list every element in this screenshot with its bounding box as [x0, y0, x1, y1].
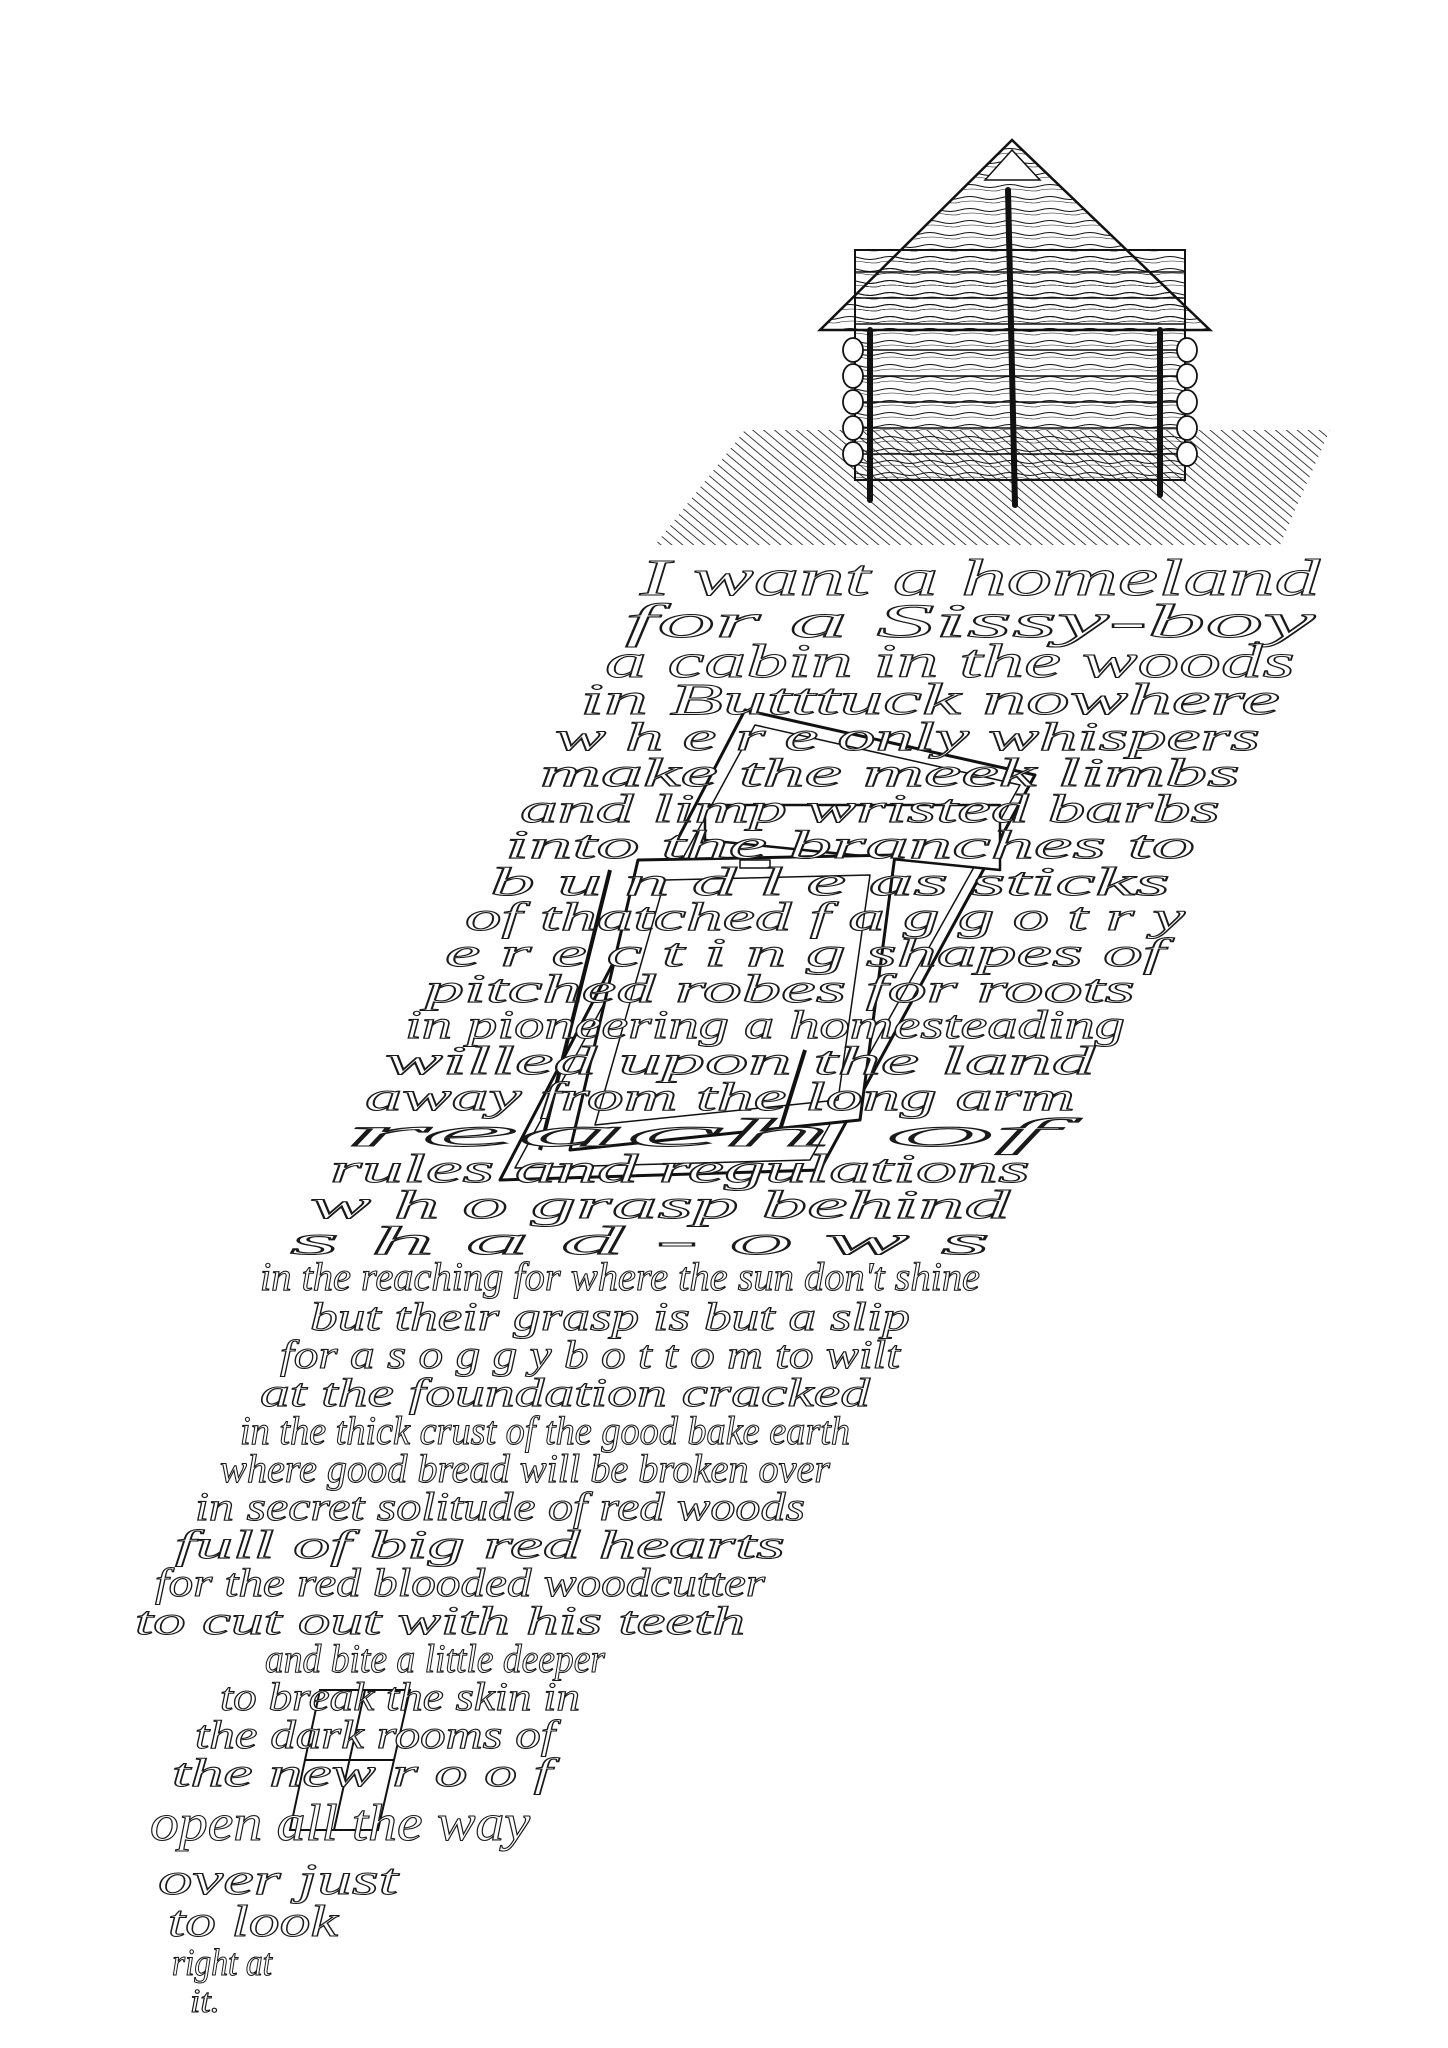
poem-line: where good bread will be broken over [220, 1446, 830, 1491]
poem-line: for a s o g g y b o t t o m to wilt [280, 1332, 901, 1377]
roof-window-illustration [498, 708, 1037, 1182]
poem-line: for a Sissy-boy [625, 595, 1317, 648]
poem-line: w h e r e only whispers [555, 714, 1260, 759]
poem-line: pitched robes for roots [419, 966, 1135, 1011]
log-cabin-illustration [655, 138, 1330, 545]
poem-line: but their grasp is but a slip [310, 1294, 910, 1339]
poem-line: of thatched f a g g o t r y [465, 894, 1185, 939]
roof-window-stay-arm [778, 1049, 807, 1131]
cabin-roof-ridge [983, 148, 1042, 181]
window-frame [288, 1689, 412, 1831]
poem-line: into the branches to [505, 822, 1195, 867]
poem-line: the dark rooms of [195, 1712, 561, 1757]
poem-line: b u n d l e as sticks [490, 859, 1170, 904]
poem-line: at the foundation cracked [260, 1370, 871, 1415]
poem-line: in the thick crust of the good bake eart… [240, 1408, 850, 1453]
cabin-thatched-roof [816, 138, 1214, 332]
poem-line: e r e c t i n g shapes of [445, 930, 1175, 975]
poem-line: full of big red hearts [175, 1522, 785, 1567]
poem-line: over just [158, 1855, 401, 1904]
poem-line: away from the long arm [365, 1074, 1075, 1119]
poem-line: a cabin in the woods [605, 635, 1295, 688]
poem-line: in secret solitude of red woods [195, 1484, 805, 1529]
roof-window-handle [739, 859, 771, 869]
poem: I want a homeland for a Sissy-boy a cabi… [134, 549, 1322, 2020]
poem-line: make the meek limbs [540, 750, 1240, 795]
poem-line: the new r o o f [172, 1750, 560, 1795]
poem-line: reach of [345, 1110, 1082, 1155]
roof-window-top-panel [703, 803, 1002, 872]
poem-line: it. [190, 1983, 220, 2020]
poem-line: open all the way [150, 1795, 531, 1852]
cabin-corner-logs [842, 337, 1198, 467]
poem-line: willed upon the land [385, 1038, 1097, 1083]
poem-line: and limp wristed barbs [520, 786, 1220, 831]
poem-line: I want a homeland [638, 550, 1321, 607]
four-pane-window-icon [288, 1689, 412, 1831]
poem-line: to look [168, 1897, 340, 1946]
poem-line: to cut out with his teeth [135, 1598, 745, 1643]
poem-line: and bite a little deeper [265, 1636, 605, 1681]
roof-window-hinge-arm [538, 869, 612, 1151]
poem-line: for the red blooded woodcutter [155, 1560, 766, 1605]
poem-line: in pioneering a homesteading [405, 1002, 1125, 1047]
poem-line: in the reaching for where the sun don't … [260, 1254, 980, 1299]
cabin-support-poles [867, 187, 1163, 508]
poem-line: in Butttuck nowhere [580, 675, 1280, 724]
poem-line: to break the skin in [220, 1674, 580, 1719]
poem-line: s h a d - o w s [290, 1218, 990, 1263]
poem-line: rules and regulations [330, 1146, 1030, 1191]
poem-line: w h o grasp behind [310, 1182, 1012, 1227]
poem-line: right at [172, 1942, 273, 1984]
